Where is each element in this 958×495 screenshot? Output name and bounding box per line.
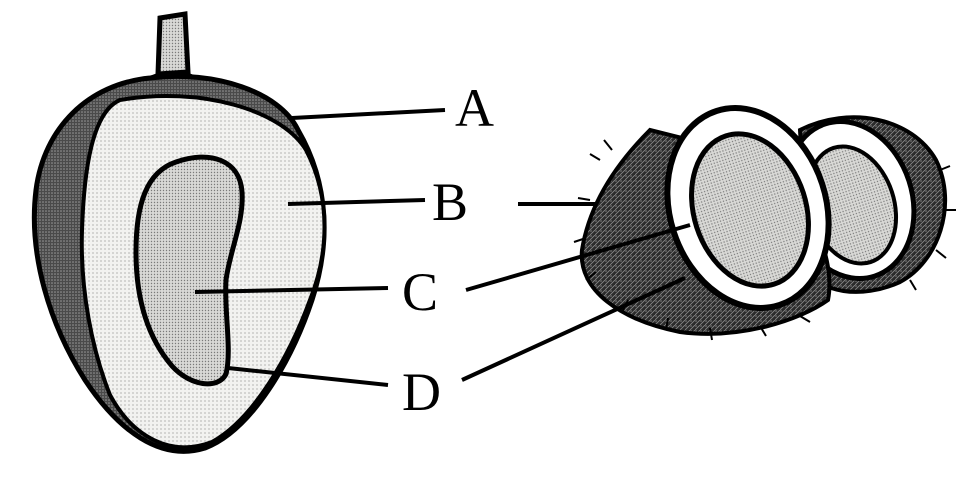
leader-c-right bbox=[465, 223, 691, 292]
label-c: C bbox=[402, 262, 438, 322]
fruit-seed bbox=[133, 154, 245, 387]
coconut-front-meat bbox=[689, 131, 811, 289]
left-fruit bbox=[31, 11, 327, 454]
leader-a bbox=[291, 108, 446, 120]
label-a: A bbox=[455, 78, 494, 138]
leader-c-left bbox=[194, 286, 389, 294]
leader-lines bbox=[194, 108, 691, 387]
label-b: B bbox=[432, 172, 468, 232]
label-d: D bbox=[402, 362, 441, 422]
leader-d-left bbox=[227, 366, 389, 387]
right-fruit bbox=[573, 105, 956, 341]
coconut-fibers bbox=[573, 139, 956, 341]
stem bbox=[155, 11, 191, 77]
leader-b-left bbox=[287, 198, 426, 206]
leader-d-right bbox=[461, 276, 686, 382]
